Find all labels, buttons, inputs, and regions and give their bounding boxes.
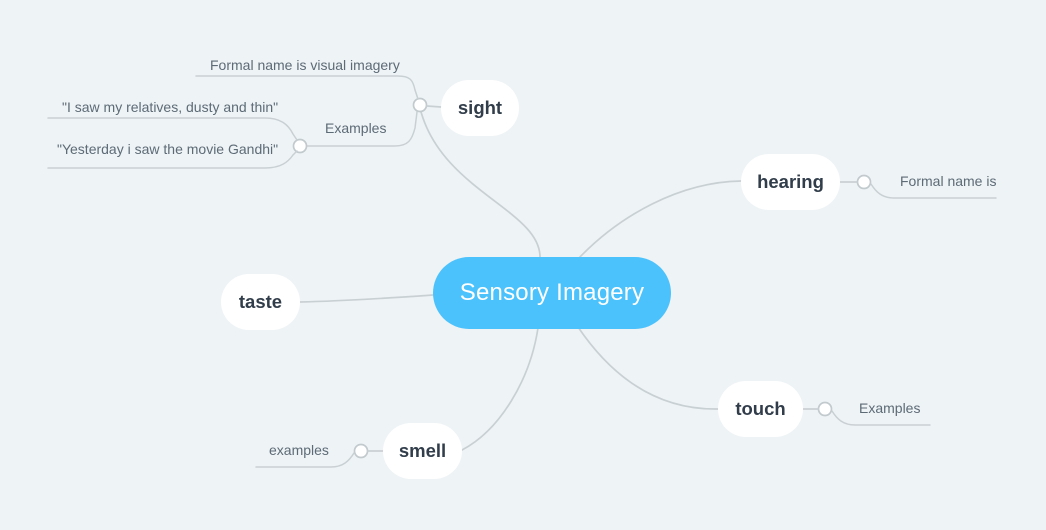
branch-node-taste[interactable]: taste bbox=[221, 274, 300, 330]
edge-sight-joint-node bbox=[426, 105, 442, 108]
branch-node-hearing-label: hearing bbox=[757, 171, 824, 192]
joint-hearing bbox=[856, 174, 872, 190]
edge-example-2 bbox=[47, 150, 298, 169]
central-node-label: Sensory Imagery bbox=[459, 279, 645, 306]
leaf-label-sight-example-2[interactable]: "Yesterday i saw the movie Gandhi" bbox=[57, 141, 279, 157]
edge-touch-examples bbox=[831, 410, 931, 426]
leaf-label-sight-examples[interactable]: Examples bbox=[325, 120, 387, 136]
edge-hearing-formal bbox=[870, 183, 997, 199]
joint-smell bbox=[353, 443, 369, 459]
branch-node-smell-label: smell bbox=[398, 440, 447, 461]
branch-node-touch-label: touch bbox=[735, 398, 786, 419]
joint-touch bbox=[817, 401, 833, 417]
branch-node-sight[interactable]: sight bbox=[441, 80, 519, 136]
leaf-label-sight-formal-name[interactable]: Formal name is visual imagery bbox=[210, 57, 400, 73]
branch-node-taste-label: taste bbox=[238, 291, 283, 312]
joint-sight-examples bbox=[292, 138, 308, 154]
edge-central-touch bbox=[577, 326, 719, 410]
leaf-label-sight-example-1[interactable]: "I saw my relatives, dusty and thin" bbox=[62, 99, 279, 115]
edge-central-taste bbox=[299, 294, 434, 303]
edge-sight-examples-link bbox=[306, 111, 418, 147]
edge-central-smell bbox=[461, 327, 539, 451]
edge-central-sight bbox=[419, 107, 541, 258]
branch-node-sight-label: sight bbox=[457, 97, 503, 118]
leaf-label-hearing-formal-name[interactable]: Formal name is bbox=[900, 173, 997, 189]
branch-node-touch[interactable]: touch bbox=[718, 381, 803, 437]
branch-node-hearing[interactable]: hearing bbox=[741, 154, 840, 210]
joint-sight bbox=[412, 97, 428, 113]
branch-node-smell[interactable]: smell bbox=[383, 423, 462, 479]
central-node-sensory-imagery[interactable]: Sensory Imagery bbox=[433, 257, 671, 329]
edge-sight-formal bbox=[195, 75, 419, 100]
edge-central-hearing bbox=[577, 180, 742, 260]
edge-smell-examples bbox=[255, 452, 355, 468]
edge-example-1 bbox=[47, 117, 298, 141]
leaf-label-touch-examples[interactable]: Examples bbox=[859, 400, 921, 416]
leaf-label-smell-examples[interactable]: examples bbox=[269, 442, 329, 458]
